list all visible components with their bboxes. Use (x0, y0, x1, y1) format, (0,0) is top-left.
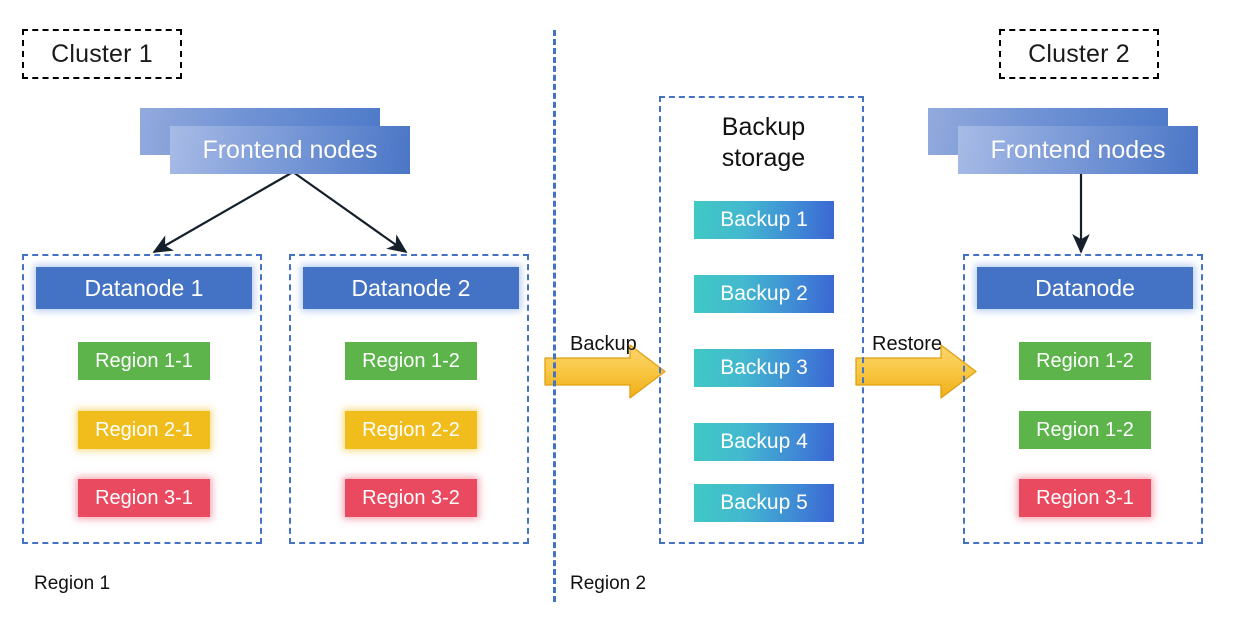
datanode-2-region-1[interactable]: Region 2-2 (345, 411, 477, 449)
datanode-1-region-1-label: Region 2-1 (95, 418, 193, 441)
cluster2-datanode-region-2[interactable]: Region 3-1 (1019, 479, 1151, 517)
datanode-1-region-2[interactable]: Region 3-1 (78, 479, 210, 517)
region-divider (553, 30, 556, 602)
datanode-1-title: Datanode 1 (84, 274, 204, 301)
backup-item-0[interactable]: Backup 1 (694, 201, 834, 239)
backup-item-1-label: Backup 2 (720, 282, 808, 305)
backup-storage-title: Backup storage (661, 112, 866, 173)
cluster2-datanode-title: Datanode (1035, 274, 1135, 301)
frontend-nodes-front-layer-c2: Frontend nodes (958, 126, 1198, 174)
backup-item-2-label: Backup 3 (720, 356, 808, 379)
arrow-frontend-to-datanode1 (152, 171, 294, 253)
backup-arrow-label: Backup (570, 333, 637, 355)
cluster2-datanode-region-1-label: Region 1-2 (1036, 418, 1134, 441)
cluster2-frontend-label: Frontend nodes (990, 135, 1166, 164)
arrow-frontend-to-datanode2 (292, 171, 408, 254)
backup-storage-title-line1: Backup (721, 113, 806, 141)
frontend-nodes-front-layer: Frontend nodes (170, 126, 410, 174)
backup-item-0-label: Backup 1 (720, 208, 808, 231)
datanode-1-header[interactable]: Datanode 1 (36, 267, 252, 309)
backup-storage-container[interactable]: Backup storage Backup 1 Backup 2 Backup … (659, 96, 864, 544)
datanode-1-container[interactable]: Datanode 1 Region 1-1 Region 2-1 Region … (22, 254, 262, 544)
datanode-2-title: Datanode 2 (351, 274, 471, 301)
backup-item-4-label: Backup 5 (720, 491, 808, 514)
datanode-1-region-0[interactable]: Region 1-1 (78, 342, 210, 380)
region-2-footer-label: Region 2 (570, 573, 647, 594)
cluster2-datanode-region-1[interactable]: Region 1-2 (1019, 411, 1151, 449)
datanode-1-region-2-label: Region 3-1 (95, 486, 193, 509)
cluster1-title-chip: Cluster 1 (22, 29, 182, 79)
datanode-2-region-0-label: Region 1-2 (362, 349, 460, 372)
cluster1-frontend-label: Frontend nodes (202, 135, 378, 164)
cluster2-datanode-region-0-label: Region 1-2 (1036, 349, 1134, 372)
cluster2-frontend-nodes[interactable]: Frontend nodes (928, 108, 1198, 174)
backup-item-4[interactable]: Backup 5 (694, 484, 834, 522)
cluster2-datanode-header[interactable]: Datanode (977, 267, 1193, 309)
backup-item-2[interactable]: Backup 3 (694, 349, 834, 387)
backup-item-1[interactable]: Backup 2 (694, 275, 834, 313)
datanode-2-header[interactable]: Datanode 2 (303, 267, 519, 309)
datanode-1-region-1[interactable]: Region 2-1 (78, 411, 210, 449)
cluster2-datanode-container[interactable]: Datanode Region 1-2 Region 1-2 Region 3-… (963, 254, 1203, 544)
region-1-footer-label: Region 1 (34, 573, 111, 594)
cluster2-title-chip: Cluster 2 (999, 29, 1159, 79)
datanode-2-region-2[interactable]: Region 3-2 (345, 479, 477, 517)
restore-arrow-label: Restore (872, 333, 943, 355)
cluster1-frontend-nodes[interactable]: Frontend nodes (140, 108, 410, 174)
datanode-2-region-2-label: Region 3-2 (362, 486, 460, 509)
backup-item-3[interactable]: Backup 4 (694, 423, 834, 461)
datanode-1-region-0-label: Region 1-1 (95, 349, 193, 372)
cluster2-title-text: Cluster 2 (1028, 39, 1130, 68)
datanode-2-region-1-label: Region 2-2 (362, 418, 460, 441)
datanode-2-region-0[interactable]: Region 1-2 (345, 342, 477, 380)
backup-item-3-label: Backup 4 (720, 430, 808, 453)
backup-storage-title-line2: storage (721, 143, 806, 172)
datanode-2-container[interactable]: Datanode 2 Region 1-2 Region 2-2 Region … (289, 254, 529, 544)
cluster2-datanode-region-0[interactable]: Region 1-2 (1019, 342, 1151, 380)
cluster2-datanode-region-2-label: Region 3-1 (1036, 486, 1134, 509)
cluster1-title-text: Cluster 1 (51, 39, 153, 68)
